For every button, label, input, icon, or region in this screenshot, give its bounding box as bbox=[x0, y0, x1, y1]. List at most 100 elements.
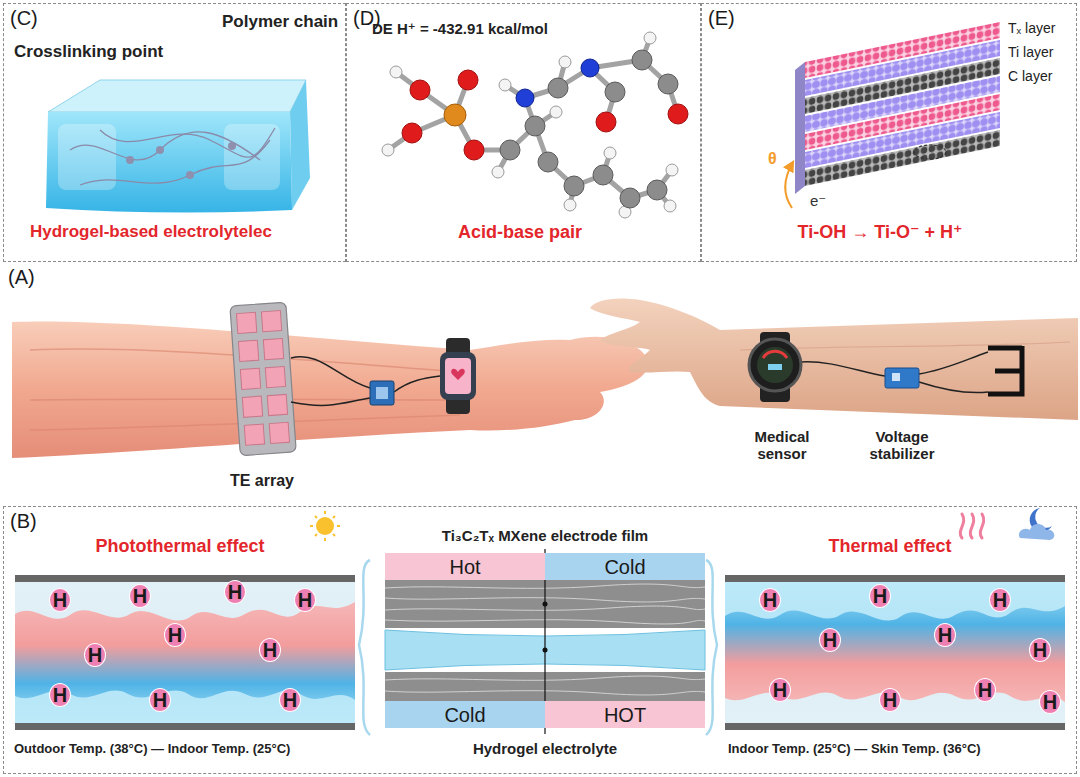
hydrogel-cube bbox=[46, 112, 292, 213]
te-array-band bbox=[265, 366, 285, 387]
sun-icon bbox=[316, 517, 334, 535]
temperature-text: Hot bbox=[449, 556, 480, 578]
temperature-box: Cold bbox=[385, 701, 545, 728]
hydrogen-atom bbox=[559, 56, 571, 68]
layer-label: Tₓ layer bbox=[1008, 20, 1055, 36]
panel-title: Photothermal effect bbox=[95, 536, 264, 557]
hydrogen-atom bbox=[382, 32, 678, 218]
proton-circle: H bbox=[259, 638, 281, 662]
mxene-lattice bbox=[795, 22, 1000, 194]
proton-circle: H bbox=[224, 580, 246, 604]
oxygen-atom bbox=[464, 140, 484, 160]
medical-watch bbox=[749, 332, 801, 402]
medical-watch bbox=[757, 347, 793, 383]
curly-bracket bbox=[706, 560, 717, 735]
mxene-lattice bbox=[795, 62, 805, 194]
nitrogen-atom bbox=[516, 89, 534, 107]
proton-circle: H bbox=[934, 623, 956, 647]
proton-symbol: H bbox=[823, 630, 837, 650]
hydrogel-left bbox=[15, 723, 355, 730]
te-array-band bbox=[261, 311, 281, 332]
hydrogen-atom bbox=[550, 106, 562, 118]
voltage-stabilizer bbox=[885, 368, 919, 388]
hydrogel-right bbox=[725, 575, 1065, 730]
proton-symbol: H bbox=[228, 582, 242, 602]
leader-line bbox=[543, 648, 548, 653]
carbon-atom bbox=[564, 176, 584, 196]
part-label: Polymer chain bbox=[222, 12, 338, 32]
medical-watch bbox=[768, 364, 782, 370]
te-array-band bbox=[240, 368, 260, 389]
proton-circle: H bbox=[759, 588, 781, 612]
oxygen-atom bbox=[402, 123, 422, 143]
te-array-band bbox=[230, 302, 296, 456]
carbon-atom bbox=[620, 188, 640, 208]
part-label: Hydrogel electrolyte bbox=[473, 740, 617, 757]
crosslink-dot bbox=[156, 146, 164, 154]
heat-icon bbox=[960, 514, 963, 538]
smart-watch bbox=[451, 369, 465, 380]
crosslink-dot bbox=[228, 142, 236, 150]
hydrogen-atom bbox=[492, 166, 504, 178]
mxene-lattice bbox=[805, 130, 1000, 186]
carbon-atom bbox=[538, 152, 558, 172]
part-label: Crosslinking point bbox=[14, 42, 163, 62]
smart-watch bbox=[440, 352, 476, 400]
proton-circle: H bbox=[294, 588, 316, 612]
wire bbox=[801, 362, 885, 376]
hydrogen-atom bbox=[499, 79, 511, 91]
hydrogel-cube bbox=[46, 80, 310, 213]
hydrogel-left bbox=[15, 575, 355, 582]
crosslink-dot bbox=[186, 171, 194, 179]
temperature-text: Cold bbox=[604, 556, 645, 578]
proton-circle: H bbox=[1029, 638, 1051, 662]
hydrogel-right bbox=[725, 582, 1065, 723]
layer-label: Ti layer bbox=[1008, 44, 1053, 60]
right-arm bbox=[590, 298, 1078, 420]
panel-letter: (E) bbox=[708, 7, 735, 30]
part-label: TE array bbox=[230, 472, 294, 490]
oxygen-atom bbox=[596, 112, 616, 132]
electron-arrow bbox=[785, 162, 793, 208]
proton-symbol: H bbox=[133, 586, 147, 606]
left-arm bbox=[12, 321, 648, 458]
carbon-atom bbox=[525, 116, 545, 136]
carbon-atom bbox=[593, 165, 613, 185]
wire bbox=[919, 382, 988, 393]
moon-cloud-icon bbox=[1019, 508, 1054, 540]
hydrogel-right bbox=[725, 575, 1065, 582]
leader-line bbox=[543, 602, 548, 607]
polymer-network bbox=[80, 140, 270, 185]
te-array-band bbox=[230, 302, 296, 456]
wire bbox=[291, 357, 370, 388]
proton-symbol: H bbox=[883, 690, 897, 710]
curly-bracket bbox=[359, 560, 370, 735]
heat-icon bbox=[970, 514, 973, 538]
proton-circle: H bbox=[279, 688, 301, 712]
sun-icon bbox=[333, 516, 335, 518]
oxygen-atom bbox=[458, 70, 478, 90]
smart-watch bbox=[445, 358, 471, 394]
proton-circle: H bbox=[769, 678, 791, 702]
angle-symbol: θ bbox=[768, 150, 777, 168]
carbon-atom bbox=[658, 74, 678, 94]
sun-icon bbox=[337, 525, 340, 527]
wire bbox=[394, 376, 440, 392]
proton-circle: H bbox=[819, 628, 841, 652]
hydrogel-left bbox=[15, 575, 355, 730]
proton-circle: H bbox=[1039, 690, 1061, 714]
proton-symbol: H bbox=[298, 590, 312, 610]
carbon-atom bbox=[500, 140, 520, 160]
panel-title: Hydrogel-based electrolytelec bbox=[30, 222, 272, 242]
part-label: Voltage stabilizer bbox=[854, 428, 950, 463]
proton-symbol: H bbox=[88, 645, 102, 665]
phosphorus-atom bbox=[444, 104, 466, 126]
nitrogen-atom bbox=[581, 59, 599, 77]
proton-circle: H bbox=[989, 588, 1011, 612]
proton-circle: H bbox=[164, 623, 186, 647]
carbon-atom bbox=[632, 50, 652, 70]
panel-letter: (B) bbox=[10, 510, 37, 533]
proton-circle: H bbox=[149, 688, 171, 712]
crosslink-dot bbox=[126, 156, 134, 164]
